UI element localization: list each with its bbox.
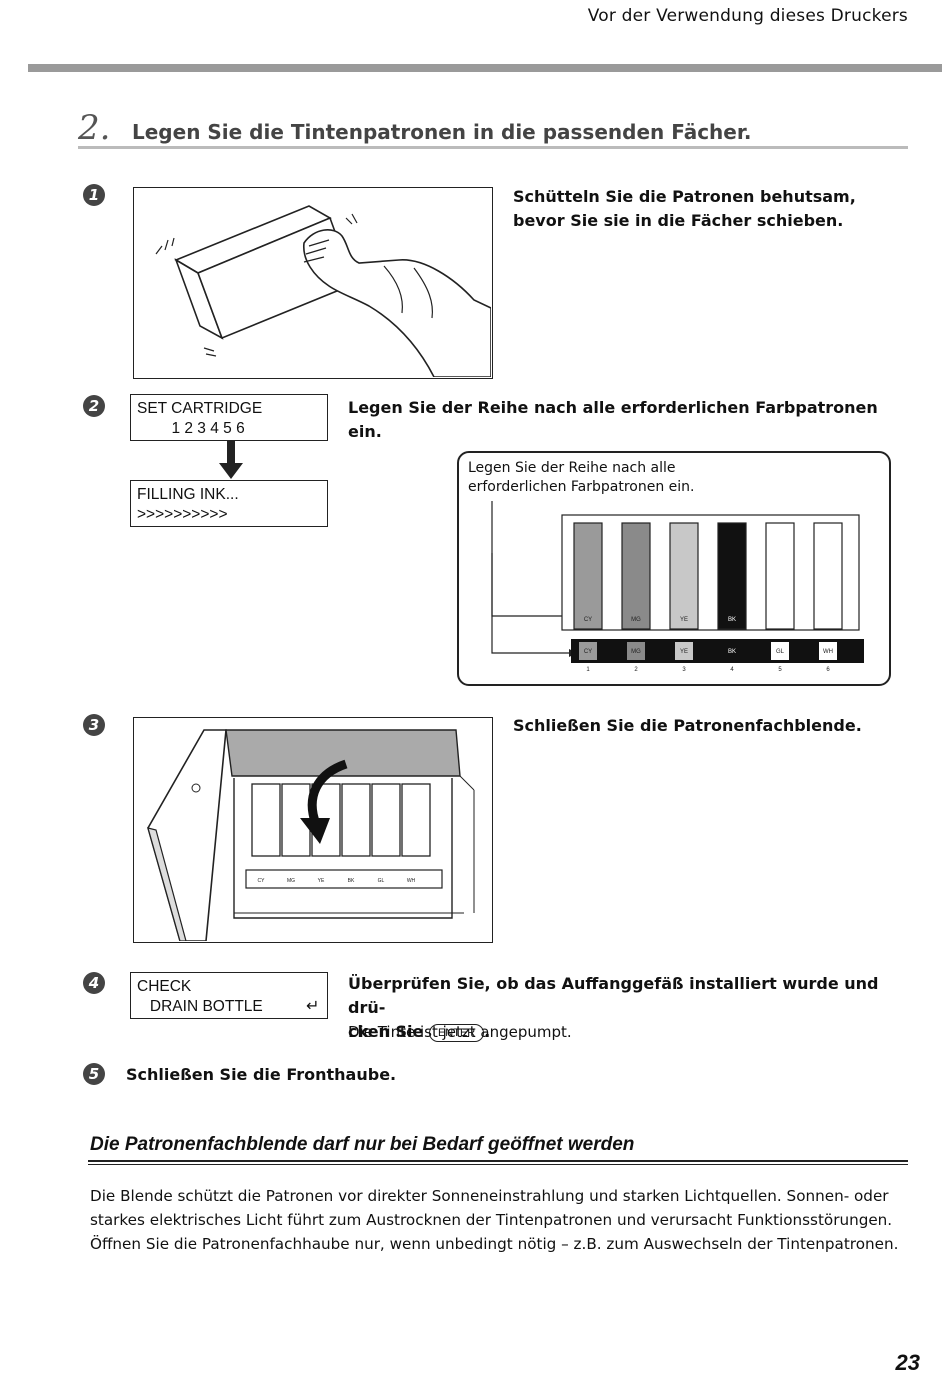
strip-label: CY [584,649,592,655]
lcd-set-cartridge: SET CARTRIDGE 1 2 3 4 5 6 [130,394,328,441]
cartridge-wh [813,522,843,630]
down-arrow-icon [219,441,243,479]
step-2-marker: 2 [83,395,105,417]
hand-shaking-cartridge-image [155,205,492,378]
strip-label: YE [680,649,688,655]
running-header: Vor der Verwendung dieses Druckers [587,6,908,26]
cabinet-slot-label: YE [318,878,325,884]
strip-swatch [819,642,837,660]
strip-number: 6 [826,667,830,673]
tip-rule-thin [88,1164,908,1165]
strip-label: BK [728,649,736,655]
strip-label: GL [776,649,785,655]
step-4-note: Die Tinte ist jetzt angepumpt. [348,1023,572,1041]
cartridge-slots-diagram: CY MG YE BK CY 1 MG 2 YE 3 BK 4 GL 5 WH 6 [491,501,864,673]
lcd-filling-ink: FILLING INK... >>>>>>>>>> [130,480,328,527]
cartridge-ye [669,522,699,630]
step-3-text: Schließen Sie die Patronenfachblende. [513,716,862,735]
strip-number: 3 [682,667,686,673]
strip-swatch [771,642,789,660]
section-title: Legen Sie die Tintenpatronen in die pass… [132,120,752,144]
cabinet-slot-label: GL [378,878,385,884]
strip-number: 4 [730,667,734,673]
step-4-text: Überprüfen Sie, ob das Auffanggefäß inst… [348,972,908,1044]
cabinet-slot-label: CY [258,878,266,884]
enter-return-icon: ↵ [306,996,320,1015]
cabinet-slot-label: MG [287,878,295,884]
strip-swatch [723,642,741,660]
step-4-marker: 4 [83,972,105,994]
tip-title: Die Patronenfachblende darf nur bei Beda… [90,1134,635,1155]
step-5-marker: 5 [83,1063,105,1085]
step-1-marker: 1 [83,184,105,206]
tip-body: Die Blende schützt die Patronen vor dire… [90,1187,899,1253]
strip-label: WH [823,649,833,655]
cartridge-mg [621,522,651,630]
cartridge-cover-image: CY MG YE BK GL WH [147,729,475,942]
cartridge-label: CY [584,617,592,623]
cabinet-slot-label: BK [348,878,355,884]
section-rule [78,146,908,149]
callout-text: Legen Sie der Reihe nach alle erforderli… [468,460,695,495]
step-4-text-line1: Überprüfen Sie, ob das Auffanggefäß inst… [348,974,879,1017]
strip-number: 2 [634,667,638,673]
cartridge-gl [765,522,795,630]
cartridge-label: YE [680,617,688,623]
cabinet-slot-label: WH [407,878,416,884]
strip-swatch [627,642,645,660]
lcd-check-drain-bottle: CHECK DRAIN BOTTLE [130,972,328,1019]
page-number: 23 [895,1350,920,1375]
step-3-marker: 3 [83,714,105,736]
section-number: 2. [78,108,111,148]
cartridge-bk [717,522,747,630]
cartridge-cy [573,522,603,630]
cartridge-label: BK [728,617,736,623]
step-4-text-line2: cken Sie [348,1022,424,1041]
step-4-text-end: . [484,1022,491,1041]
strip-number: 1 [586,667,590,673]
shake-cartridge-illustration [133,187,493,379]
header-rule [28,64,942,72]
strip-swatch [675,642,693,660]
step-5-text: Schließen Sie die Fronthaube. [126,1065,397,1084]
enter-key-icon: ENTER [428,1023,485,1042]
cartridge-label: MG [631,617,641,623]
strip-swatch [579,642,597,660]
strip-label: MG [631,649,641,655]
strip-number: 5 [778,667,782,673]
step-1-text: Schütteln Sie die Patronen behutsam, bev… [513,187,856,230]
close-cover-illustration: CY MG YE BK GL WH [133,717,493,943]
cartridge-slots-callout: Legen Sie der Reihe nach alle erforderli… [457,451,891,686]
tip-rule [88,1160,908,1162]
step-2-text: Legen Sie der Reihe nach alle erforderli… [348,398,878,441]
